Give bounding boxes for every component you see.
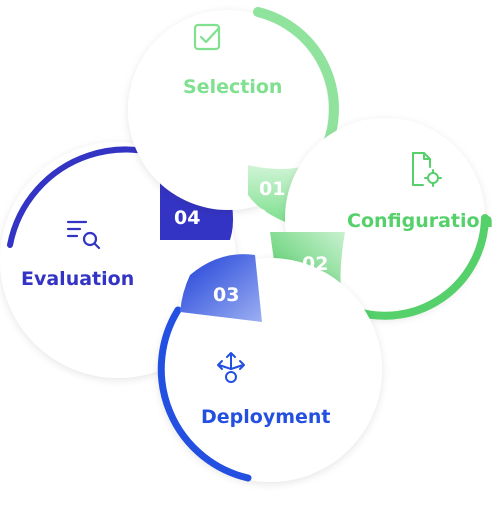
- flow-arrows-icon: [217, 352, 245, 383]
- file-gear-icon: [412, 152, 442, 187]
- step-04-number: 04: [174, 207, 201, 229]
- checkbox-icon: [193, 23, 221, 51]
- step-02-label: Configuration: [347, 210, 494, 232]
- step-01-number: 01: [259, 178, 286, 200]
- step-03-label: Deployment: [201, 406, 331, 428]
- step-03-number: 03: [213, 284, 240, 306]
- step-03-circle: [157, 254, 382, 482]
- step-02-number: 02: [302, 253, 329, 275]
- step-01-label: Selection: [183, 76, 283, 98]
- step-04-label: Evaluation: [21, 268, 135, 290]
- center-dot: [260, 209, 266, 215]
- list-search-icon: [66, 220, 101, 250]
